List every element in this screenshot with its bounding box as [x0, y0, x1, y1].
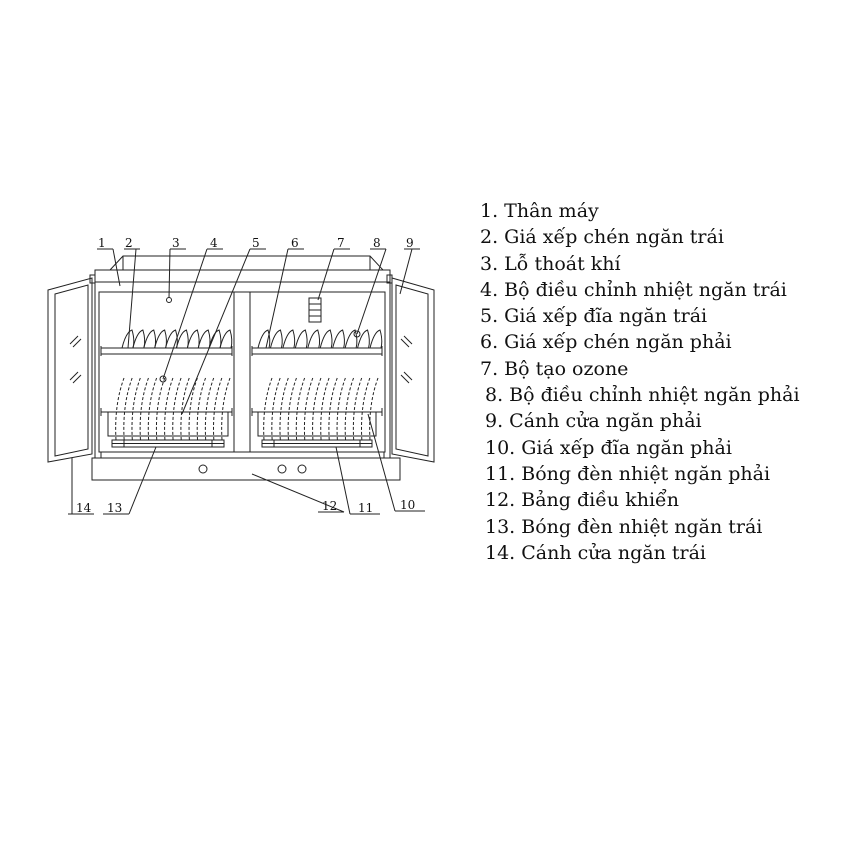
- bowl: [332, 329, 345, 349]
- left-heater-lamp: [111, 439, 225, 448]
- plate: [344, 377, 355, 441]
- plate: [139, 377, 149, 441]
- bowl: [369, 329, 383, 349]
- legend-item: 1. Thân máy: [480, 200, 599, 222]
- right-heater-lamp: [261, 439, 373, 448]
- plate: [131, 377, 141, 441]
- callout-6: 6: [291, 236, 299, 250]
- legend-item: 5. Giá xếp đĩa ngăn trái: [480, 305, 708, 328]
- legend-item: 3. Lỗ thoát khí: [480, 252, 621, 275]
- callout-1: 1: [98, 236, 106, 250]
- plate: [279, 377, 289, 441]
- legend-item: 10. Giá xếp đĩa ngăn phải: [485, 436, 732, 459]
- control-panel-base: [91, 452, 401, 481]
- callout-7: 7: [337, 236, 345, 250]
- callout-10: 10: [400, 498, 415, 512]
- left-door: [47, 274, 96, 463]
- right-thermostat: [353, 330, 361, 338]
- bowl: [197, 329, 211, 349]
- bowl: [294, 329, 308, 349]
- callout-12: 12: [322, 499, 337, 513]
- callout-2: 2: [125, 236, 133, 250]
- plate: [287, 377, 297, 441]
- plate: [115, 377, 125, 441]
- plate: [213, 377, 223, 441]
- bowl: [269, 329, 283, 349]
- callout-4: 4: [210, 236, 218, 250]
- bowl: [132, 329, 146, 349]
- bowl: [257, 329, 271, 349]
- callout-3: 3: [172, 236, 180, 250]
- legend-item: 2. Giá xếp chén ngăn trái: [480, 226, 724, 249]
- right-bowl-rack: [251, 329, 383, 356]
- left-thermostat: [159, 375, 167, 383]
- plate: [172, 377, 182, 441]
- callout-5: 5: [252, 236, 260, 250]
- plate: [204, 377, 215, 441]
- bowl: [186, 329, 200, 349]
- legend-item: 8. Bộ điều chỉnh nhiệt ngăn phải: [485, 384, 800, 407]
- plate: [123, 377, 133, 441]
- plate: [328, 377, 338, 441]
- bowl: [143, 329, 157, 349]
- callout-9: 9: [406, 236, 414, 250]
- left-plate-rack: [100, 377, 233, 441]
- plate: [369, 377, 379, 441]
- plate: [196, 377, 207, 441]
- bowl: [219, 329, 233, 349]
- plate: [303, 377, 314, 441]
- right-door: [386, 274, 435, 463]
- plate: [295, 377, 306, 441]
- callout-numbers: 1 2 3 4 5 6 7 8 9 10 11 12 13 14: [76, 236, 415, 515]
- legend-item: 6. Giá xếp chén ngăn phải: [480, 331, 732, 354]
- plate: [155, 377, 166, 441]
- bowl: [282, 329, 296, 349]
- plate: [263, 377, 273, 441]
- leader-lines: [68, 248, 425, 515]
- plate: [352, 377, 363, 441]
- cabinet-body: [94, 255, 391, 459]
- plate: [312, 377, 322, 441]
- bowl: [319, 329, 333, 349]
- left-bowl-rack: [100, 329, 233, 356]
- bowl: [307, 329, 321, 349]
- legend-item: 9. Cánh cửa ngăn phải: [485, 410, 702, 433]
- callout-11: 11: [358, 501, 373, 515]
- plate: [271, 377, 281, 441]
- plate: [336, 377, 346, 441]
- callout-8: 8: [373, 236, 381, 250]
- centre-divider: [233, 292, 251, 452]
- plate: [188, 377, 198, 441]
- plate: [147, 377, 158, 441]
- plate: [164, 377, 174, 441]
- plate: [221, 377, 231, 441]
- bowl: [154, 329, 167, 349]
- callout-14: 14: [76, 501, 92, 515]
- legend-item: 12. Bảng điều khiển: [485, 489, 679, 512]
- legend-item: 11. Bóng đèn nhiệt ngăn phải: [485, 462, 771, 485]
- bowl: [357, 329, 370, 349]
- plate: [180, 377, 190, 441]
- parts-legend: 1. Thân máy 2. Giá xếp chén ngăn trái 3.…: [480, 198, 800, 566]
- ozone-generator: [308, 297, 322, 323]
- plate: [320, 377, 330, 441]
- legend-item: 7. Bộ tạo ozone: [480, 357, 629, 380]
- air-vent-hole: [166, 297, 172, 303]
- bowl: [344, 329, 358, 349]
- right-plate-rack: [251, 377, 383, 441]
- legend-item: 13. Bóng đèn nhiệt ngăn trái: [485, 515, 763, 538]
- bowl: [165, 329, 178, 349]
- plate: [361, 377, 371, 441]
- callout-13: 13: [107, 501, 122, 515]
- legend-item: 14. Cánh cửa ngăn trái: [485, 541, 707, 564]
- legend-item: 4. Bộ điều chỉnh nhiệt ngăn trái: [480, 278, 787, 301]
